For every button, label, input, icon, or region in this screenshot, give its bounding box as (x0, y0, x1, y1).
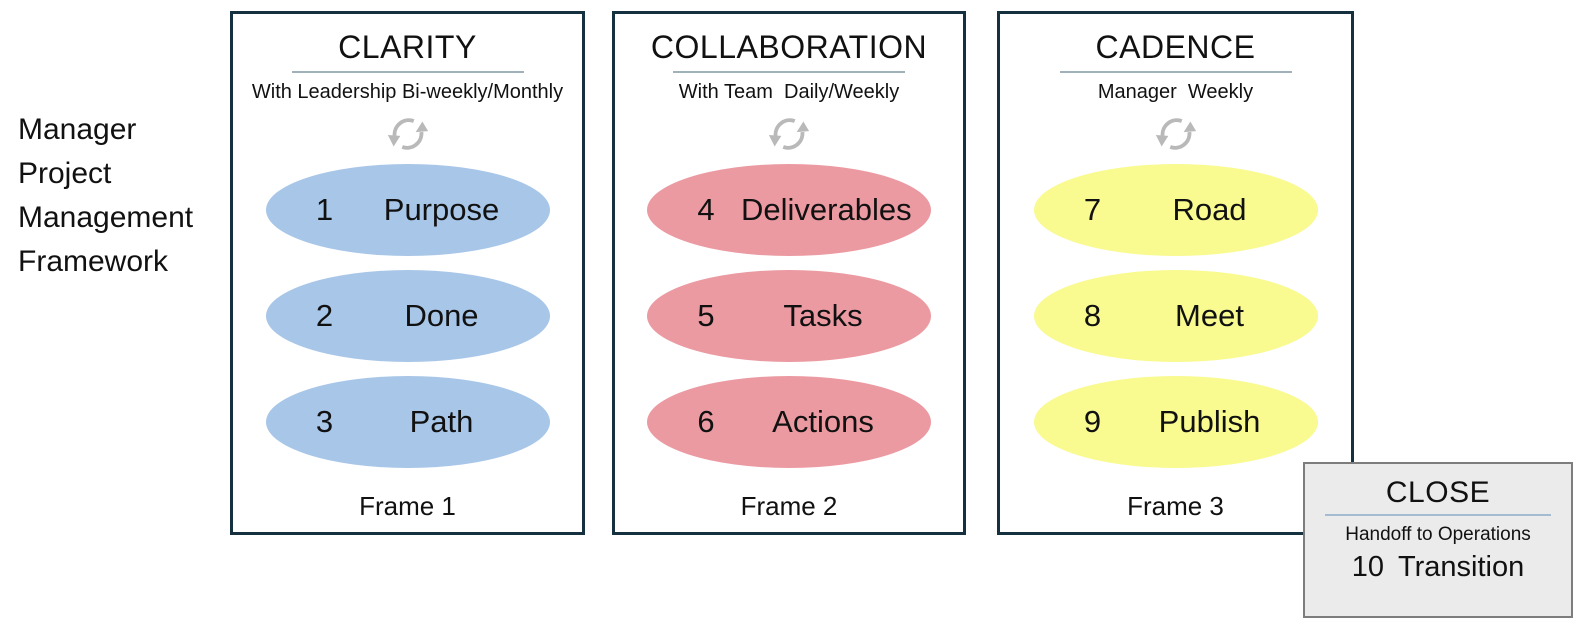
step-label: Tasks (783, 298, 863, 333)
step-label: Purpose (383, 192, 500, 227)
step-label: Meet (1175, 298, 1244, 333)
step-oval: 7 Road (1033, 164, 1318, 256)
step-number: 10 (1351, 551, 1384, 583)
frame-cadence-footer: Frame 3 (1127, 491, 1224, 521)
step-number: 5 (697, 298, 715, 333)
step-oval: 6 Actions (647, 376, 931, 468)
step-number: 2 (315, 298, 334, 333)
diagram-title: Manager Project Management Framework (18, 108, 193, 284)
frame-clarity: CLARITY With Leadership Bi-weekly/Monthl… (230, 11, 585, 535)
refresh-icon (385, 111, 431, 157)
frame-collaboration-steps: 4 Deliverables 5 Tasks 6 Actions (647, 164, 931, 482)
frame-clarity-subtitle: With Leadership Bi-weekly/Monthly (251, 81, 564, 103)
step-oval: 1 Purpose (265, 164, 550, 256)
title-underline (1325, 514, 1551, 516)
step-label: Transition (1398, 551, 1525, 583)
step-row: 10 Transition (1352, 551, 1525, 584)
diagram-title-line: Framework (18, 245, 169, 278)
step-oval: 9 Publish (1033, 376, 1318, 468)
step-oval: 2 Done (265, 270, 550, 362)
close-box-title: CLOSE (1385, 476, 1491, 509)
frame-cadence-title: CADENCE (1095, 29, 1256, 65)
step-number: 4 (697, 192, 715, 227)
step-label: Deliverables (741, 192, 912, 227)
step-label: Path (409, 404, 474, 439)
step-label: Publish (1158, 404, 1261, 439)
frame-collaboration-title: COLLABORATION (650, 29, 928, 65)
step-number: 9 (1083, 404, 1102, 439)
frame-collaboration: COLLABORATION With Team Daily/Weekly 4 D… (612, 11, 966, 535)
frame-cadence-subtitle: Manager Weekly (1097, 81, 1254, 103)
frame-clarity-steps: 1 Purpose 2 Done 3 Path (265, 164, 550, 482)
title-underline (291, 71, 524, 73)
frame-cadence: CADENCE Manager Weekly 7 Road 8 Meet 9 P… (997, 11, 1354, 535)
close-box: CLOSE Handoff to Operations 10 Transitio… (1303, 462, 1573, 618)
frame-collaboration-footer: Frame 2 (740, 491, 838, 521)
frame-cadence-steps: 7 Road 8 Meet 9 Publish (1033, 164, 1318, 482)
step-number: 3 (315, 404, 334, 439)
step-number: 8 (1083, 298, 1102, 333)
refresh-icon (766, 111, 812, 157)
step-label: Road (1172, 192, 1247, 227)
diagram-title-line: Manager (18, 113, 137, 146)
refresh-icon (1153, 111, 1199, 157)
step-label: Done (404, 298, 479, 333)
step-oval: 4 Deliverables (647, 164, 931, 256)
step-number: 1 (315, 192, 334, 227)
step-oval: 8 Meet (1033, 270, 1318, 362)
step-label: Actions (772, 404, 874, 439)
frame-clarity-footer: Frame 1 (359, 491, 456, 521)
frame-clarity-title: CLARITY (338, 29, 477, 65)
step-oval: 5 Tasks (647, 270, 931, 362)
step-oval: 3 Path (265, 376, 550, 468)
step-number: 6 (697, 404, 715, 439)
frame-collaboration-subtitle: With Team Daily/Weekly (678, 81, 900, 103)
close-box-subtitle: Handoff to Operations (1345, 524, 1531, 545)
title-underline (1059, 71, 1292, 73)
title-underline (673, 71, 905, 73)
step-number: 7 (1083, 192, 1102, 227)
diagram-title-line: Project (18, 157, 112, 190)
diagram-title-line: Management (18, 201, 194, 234)
